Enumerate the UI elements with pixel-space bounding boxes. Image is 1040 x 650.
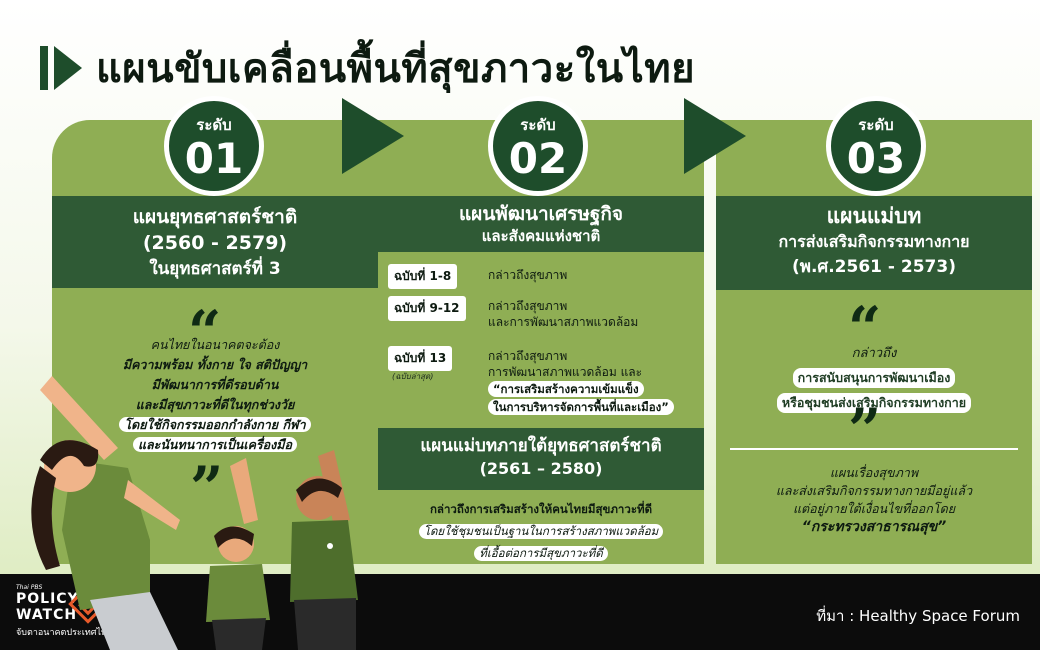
open-quote-icon: “ xyxy=(188,298,222,366)
master-plan-line-3: ที่เอื้อต่อการมีสุขภาวะที่ดี xyxy=(474,546,608,561)
level-label: ระดับ xyxy=(858,116,894,134)
level-1-line-6: และนันทนาการเป็นเครื่องมือ xyxy=(132,437,298,452)
level-number: 01 xyxy=(184,134,244,183)
footer: Thai PBS POLICY WATCH จับตาอนาคตประเทศไท… xyxy=(0,574,1040,650)
arrow-right-icon xyxy=(342,98,404,174)
page-title: แผนขับเคลื่อนพื้นที่สุขภาวะในไทย xyxy=(96,46,696,92)
level-1-line-3: มีพัฒนาการที่ดีรอบด้าน xyxy=(151,377,279,392)
source-credit: ที่มา : Healthy Space Forum xyxy=(816,607,1020,625)
level-3-note-line-1: แผนเรื่องสุขภาพ xyxy=(829,465,919,480)
level-2-panel: แผนพัฒนาเศรษฐกิจ และสังคมแห่งชาติ ฉบับที… xyxy=(378,120,704,564)
level-1-heading-line-2: (2560 - 2579) xyxy=(142,232,288,254)
level-3-mid-line-3: หรือชุมชนส่งเสริมกิจกรรมทางกาย xyxy=(776,393,972,413)
brand-tagline: จับตาอนาคตประเทศไทย xyxy=(16,628,113,638)
master-plan-body: กล่าวถึงการเสริมสร้างให้คนไทยมีสุขภาวะที… xyxy=(386,498,696,564)
level-label: ระดับ xyxy=(520,116,556,134)
close-quote-icon: ” xyxy=(848,396,882,464)
level-3-note-line-2: และส่งเสริมกิจกรรมทางกายมีอยู่แล้ว xyxy=(775,483,973,498)
title-group: แผนขับเคลื่อนพื้นที่สุขภาวะในไทย xyxy=(40,36,695,100)
master-plan-heading-line-2: (2561 – 2580) xyxy=(479,459,603,478)
level-1-line-4: และมีสุขภาวะที่ดีในทุกช่วงวัย xyxy=(135,397,295,412)
edition-highlight-1: “การเสริมสร้างความเข้มแข็ง xyxy=(488,381,644,397)
edition-text: กล่าวถึงสุขภาพ xyxy=(488,299,568,313)
level-1-heading-line-1: แผนยุทธศาสตร์ชาติ xyxy=(132,206,298,228)
level-1-line-2: มีความพร้อม ทั้งกาย ใจ สติปัญญา xyxy=(122,357,308,372)
level-3-heading-line-2: การส่งเสริมกิจกรรมทางกาย xyxy=(778,232,970,251)
edition-text-block: กล่าวถึงสุขภาพ และการพัฒนาสภาพแวดล้อม xyxy=(488,298,638,330)
level-label: ระดับ xyxy=(196,116,232,134)
level-3-mid-line-1: กล่าวถึง xyxy=(851,346,897,361)
brand-line-2: WATCH xyxy=(16,607,78,623)
edition-tag: ฉบับที่ 13 xyxy=(388,346,453,371)
level-2-heading-line-1: แผนพัฒนาเศรษฐกิจ xyxy=(458,203,624,225)
edition-text: กล่าวถึงสุขภาพ xyxy=(488,349,568,363)
title-play-icon xyxy=(54,46,82,90)
level-1-heading: แผนยุทธศาสตร์ชาติ (2560 - 2579) ในยุทธศา… xyxy=(52,196,378,288)
open-quote-icon: “ xyxy=(848,294,882,362)
edition-text-2: และการพัฒนาสภาพแวดล้อม xyxy=(488,315,639,329)
edition-tag: ฉบับที่ 9-12 xyxy=(388,296,466,321)
level-3-heading-line-1: แผนแม่บท xyxy=(826,204,922,228)
level-2-badge: ระดับ 02 xyxy=(488,96,588,196)
level-3-quote-body: กล่าวถึง การสนับสนุนการพัฒนาเมือง หรือชุ… xyxy=(726,342,1022,417)
level-number: 02 xyxy=(508,134,568,183)
master-plan-heading: แผนแม่บทภายใต้ยุทธศาสตร์ชาติ (2561 – 258… xyxy=(378,428,704,490)
master-plan-heading-line-1: แผนแม่บทภายใต้ยุทธศาสตร์ชาติ xyxy=(420,436,662,456)
level-3-heading: แผนแม่บท การส่งเสริมกิจกรรมทางกาย (พ.ศ.2… xyxy=(716,196,1032,290)
level-3-heading-line-3: (พ.ศ.2561 - 2573) xyxy=(792,257,956,277)
level-1-badge: ระดับ 01 xyxy=(164,96,264,196)
level-2-heading-line-2: และสังคมแห่งชาติ xyxy=(481,227,601,245)
level-3-note-line-3: แต่อยู่ภายใต้เงื่อนไขที่ออกโดย xyxy=(792,501,956,516)
level-1-quote-body: คนไทยในอนาคตจะต้อง มีความพร้อม ทั้งกาย ใ… xyxy=(74,336,356,456)
close-quote-icon: ” xyxy=(190,454,224,522)
level-1-heading-line-3: ในยุทธศาสตร์ที่ 3 xyxy=(149,259,281,279)
edition-text-block: กล่าวถึงสุขภาพ การพัฒนาสภาพแวดล้อม และ “… xyxy=(488,348,674,416)
master-plan-line-2: โดยใช้ชุมชนเป็นฐานในการสร้างสภาพแวดล้อม xyxy=(418,524,664,539)
master-plan-line-1: กล่าวถึงการเสริมสร้างให้คนไทยมีสุขภาวะที… xyxy=(429,502,653,516)
level-1-line-1: คนไทยในอนาคตจะต้อง xyxy=(150,337,280,352)
level-number: 03 xyxy=(846,134,906,183)
level-2-heading: แผนพัฒนาเศรษฐกิจ และสังคมแห่งชาติ xyxy=(378,196,704,252)
edition-note: (ฉบับล่าสุด) xyxy=(392,372,434,381)
arrow-right-icon xyxy=(684,98,746,174)
level-1-line-5: โดยใช้กิจกรรมออกกำลังกาย กีฬา xyxy=(119,417,311,432)
divider xyxy=(730,448,1018,450)
edition-text-2: การพัฒนาสภาพแวดล้อม และ xyxy=(488,365,643,379)
level-3-badge: ระดับ 03 xyxy=(826,96,926,196)
level-3-note: แผนเรื่องสุขภาพ และส่งเสริมกิจกรรมทางกาย… xyxy=(726,464,1022,536)
edition-tag: ฉบับที่ 1-8 xyxy=(388,264,458,289)
title-bar-icon xyxy=(40,46,48,90)
level-3-mid-line-2: การสนับสนุนการพัฒนาเมือง xyxy=(792,368,956,388)
brand-small-text: Thai PBS xyxy=(16,584,43,591)
level-3-note-line-4: “กระทรวงสาธารณสุข” xyxy=(801,519,947,535)
edition-highlight-2: ในการบริหารจัดการพื้นที่และเมือง” xyxy=(488,399,674,415)
edition-text: กล่าวถึงสุขภาพ xyxy=(488,268,568,282)
